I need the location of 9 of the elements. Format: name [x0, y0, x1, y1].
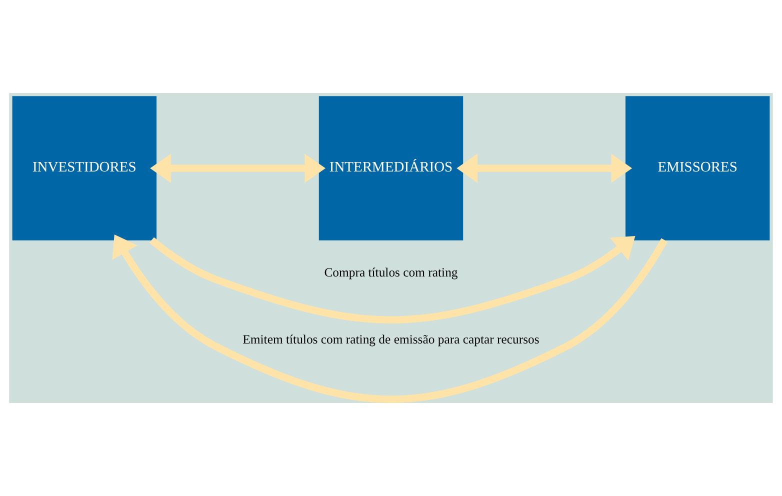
edge-label: Emitem títulos com rating de emissão para captar recursos: [242, 332, 540, 347]
node-box: EMISSORES: [625, 96, 770, 240]
arrow: [456, 154, 632, 183]
arrow: [149, 236, 636, 324]
node-box: INTERMEDIÁRIOS: [318, 96, 464, 240]
node-box: INVESTIDORES: [12, 96, 157, 240]
arrow: [112, 234, 668, 403]
arrow: [150, 154, 326, 183]
edge-label: Compra títulos com rating: [324, 265, 458, 280]
